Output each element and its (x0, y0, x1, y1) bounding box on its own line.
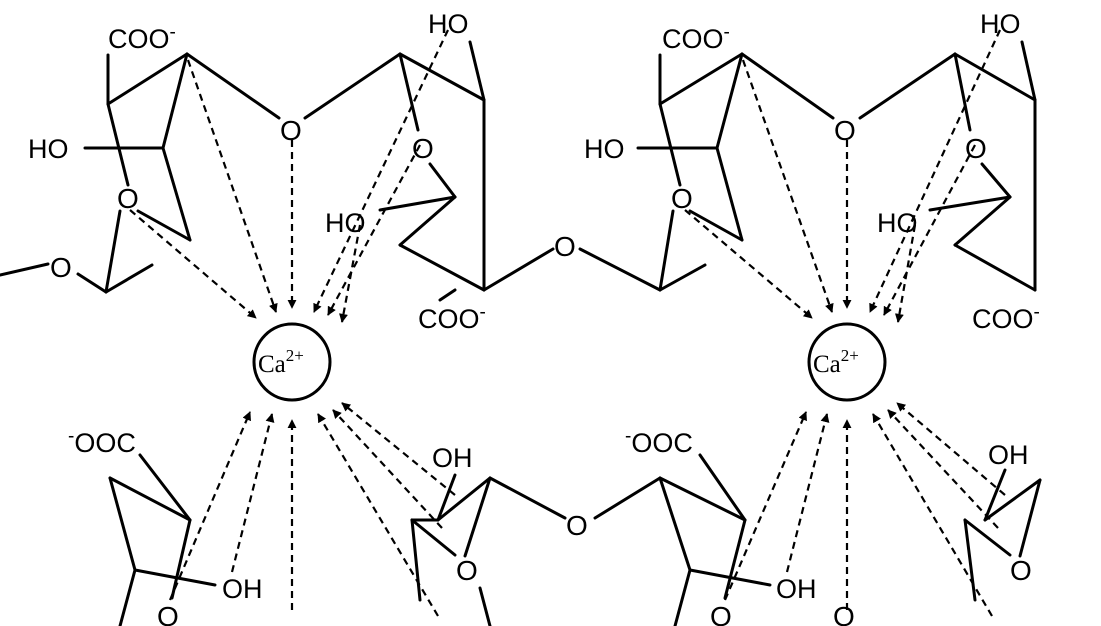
calcium-ion-right: Ca2+ (807, 322, 887, 402)
oxygen-label: O (834, 115, 856, 146)
hydroxyl-label: HO (877, 208, 918, 238)
atom-labels: COO- COO- COO- COO- -OOC -OOC HO HO HO H… (28, 9, 1040, 626)
oxygen-label: O (671, 183, 693, 214)
oxygen-label: O (280, 115, 302, 146)
hydroxyl-label: OH (988, 440, 1029, 470)
carboxylate-label: COO- (108, 22, 176, 54)
carboxylate-label: COO- (418, 302, 486, 334)
hydroxyl-label: OH (776, 574, 817, 604)
carboxylate-label: COO- (662, 22, 730, 54)
carboxylate-label: COO- (972, 302, 1040, 334)
polymer-chain-bonds (0, 40, 1042, 626)
hydroxyl-label: HO (428, 9, 469, 39)
calcium-ion-left: Ca2+ (252, 322, 332, 402)
hydroxyl-label: OH (432, 443, 473, 473)
hydroxyl-label: HO (980, 9, 1021, 39)
oxygen-label: O (833, 601, 855, 626)
hydroxyl-label: OH (222, 574, 263, 604)
hydroxyl-label: HO (325, 208, 366, 238)
oxygen-label: O (117, 183, 139, 214)
oxygen-label: O (965, 133, 987, 164)
carboxylate-label: -OOC (625, 426, 693, 458)
oxygen-label: O (566, 510, 588, 541)
hydroxyl-label: HO (584, 134, 625, 164)
oxygen-label: O (710, 601, 732, 626)
svg-text:Ca2+: Ca2+ (258, 346, 304, 378)
oxygen-label: O (157, 601, 179, 626)
oxygen-label: O (554, 231, 576, 262)
carboxylate-label: -OOC (68, 426, 136, 458)
oxygen-label: O (412, 133, 434, 164)
coordination-bonds-left (129, 29, 456, 617)
hydroxyl-label: HO (28, 134, 69, 164)
coordination-bonds-right (684, 29, 1006, 617)
oxygen-label: O (456, 555, 478, 586)
svg-text:Ca2+: Ca2+ (813, 346, 859, 378)
oxygen-label: O (1010, 555, 1032, 586)
oxygen-label: O (50, 252, 72, 283)
